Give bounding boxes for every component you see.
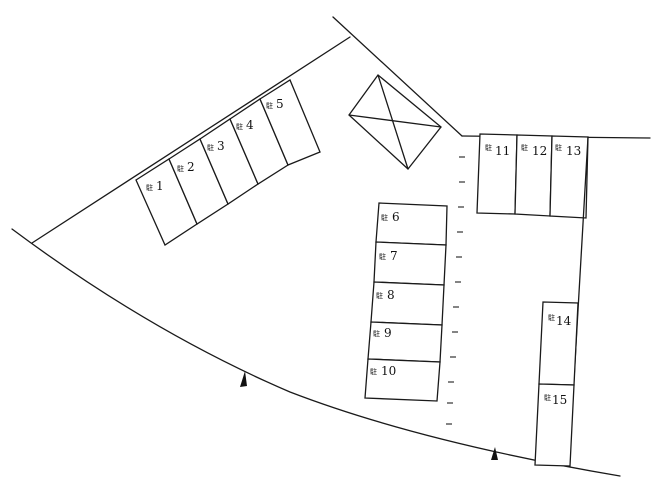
stall-5-number: 5 [276,97,284,111]
entrance-marker [240,371,247,387]
stall-8-number: 8 [387,288,395,302]
stall-11-number: 11 [495,144,510,158]
stall-13-prefix: 駐 [555,143,562,152]
stall-1-prefix: 駐 [146,183,153,192]
stall-15: 駐 15 [534,383,575,467]
stall-3-number: 3 [217,139,225,153]
stall-8-prefix: 駐 [376,291,383,300]
crossed-box-structure [348,74,442,170]
stall-6-prefix: 駐 [381,213,388,222]
entrance-marker [491,447,498,460]
boundary-upper-left [31,36,351,244]
stall-13-number: 13 [566,144,581,158]
stall-column-14-15: 駐 14 駐 15 [534,301,579,467]
stall-1-number: 1 [156,179,164,193]
stall-11: 駐 11 [476,133,518,215]
stall-6: 駐 6 [375,202,448,246]
stall-7-number: 7 [390,249,398,263]
stall-2-prefix: 駐 [177,164,184,173]
stall-12-prefix: 駐 [521,143,528,152]
stall-10-number: 10 [381,364,396,378]
stall-7: 駐 7 [373,241,447,286]
stall-row-11-13: 駐 11 駐 12 駐 13 [476,133,589,219]
stall-10-prefix: 駐 [370,367,377,376]
stall-row-1-5: 駐 1 駐 2 駐 3 駐 4 駐 5 [135,79,321,246]
stall-14-prefix: 駐 [548,313,555,322]
stall-8: 駐 8 [370,281,445,326]
stall-2-number: 2 [187,160,195,174]
entrance-markers [240,371,498,460]
stall-4-prefix: 駐 [236,122,243,131]
boundary-top-diagonal [332,16,463,137]
stall-14-number: 14 [556,314,572,328]
aisle-dashes [446,156,465,425]
stall-9: 駐 9 [367,321,443,363]
stall-10: 駐 10 [364,358,441,402]
stall-11-prefix: 駐 [485,143,492,152]
stall-5-prefix: 駐 [266,101,273,110]
stall-3-prefix: 駐 [207,143,214,152]
stall-13: 駐 13 [549,135,589,219]
stall-12-number: 12 [532,144,547,158]
stall-15-prefix: 駐 [544,393,551,402]
stall-9-prefix: 駐 [373,329,380,338]
stall-7-prefix: 駐 [379,252,386,261]
stall-5: 駐 5 [259,79,321,166]
boundary-bottom-curve [11,228,621,477]
stall-14: 駐 14 [538,301,579,386]
stall-9-number: 9 [384,326,392,340]
stall-6-number: 6 [392,210,400,224]
stall-4-number: 4 [246,118,254,132]
stall-15-number: 15 [552,393,567,407]
stall-12: 駐 12 [514,134,553,217]
stall-column-6-10: 駐 6 駐 7 駐 8 駐 9 駐 10 [364,202,448,402]
